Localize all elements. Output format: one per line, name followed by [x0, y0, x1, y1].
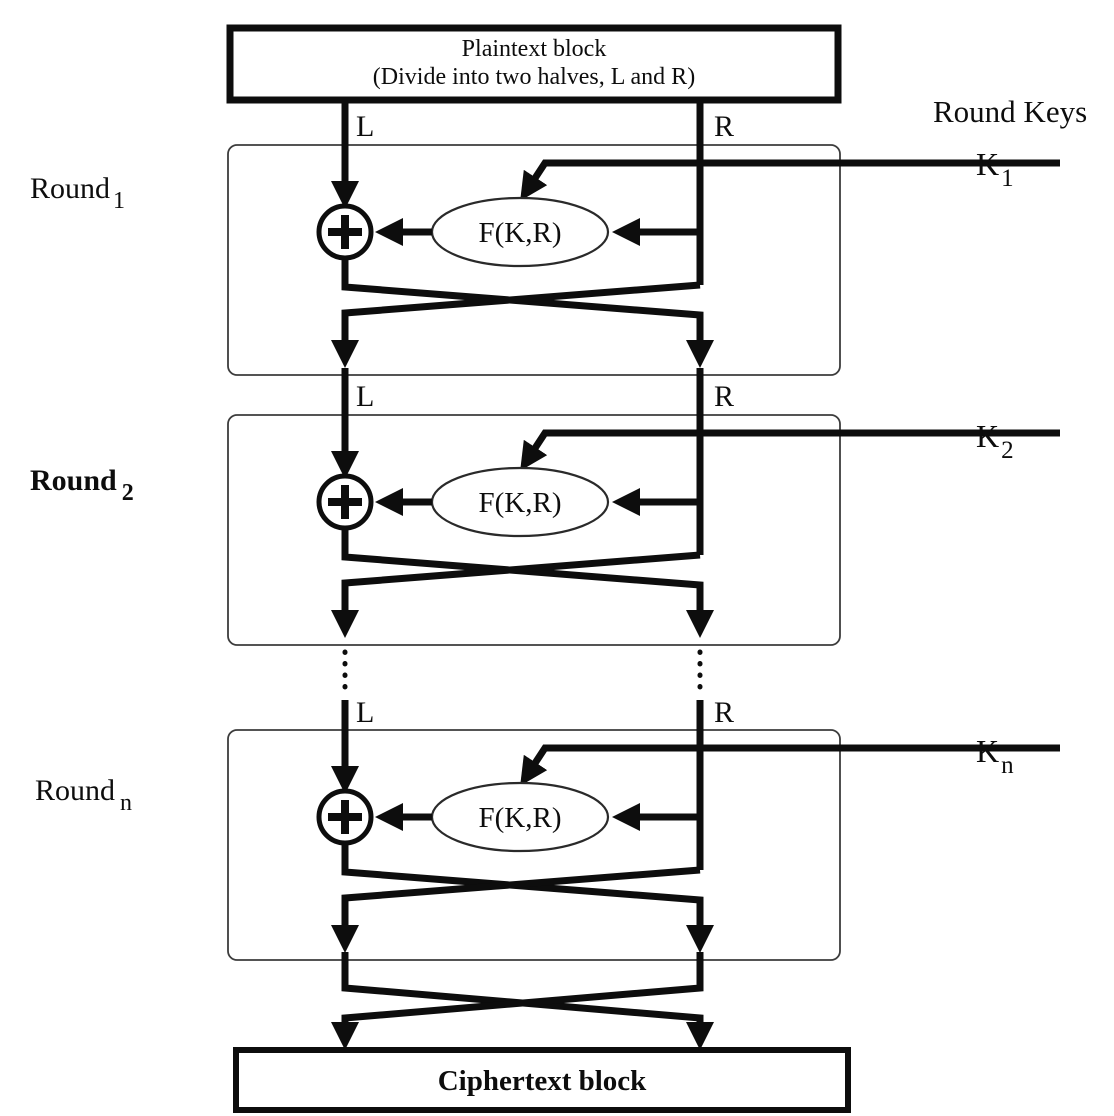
round-1-key-subscript: 1 [1001, 165, 1014, 192]
round-2-key-line [520, 429, 1060, 471]
round-1-right-label: R [714, 110, 734, 143]
round-n-box [227, 729, 841, 961]
round-2-key-name: K [976, 418, 999, 454]
round-2-title-text: Round [30, 464, 117, 497]
round-2-right-to-left-swap [331, 551, 701, 638]
round-n-key-subscript: n [1001, 752, 1014, 779]
round-n-xor-plus-icon [328, 800, 362, 834]
round-n-title-text: Round [35, 774, 115, 807]
round-n-right-to-left-swap [331, 866, 701, 953]
round-n-key-line [520, 744, 1060, 786]
ciphertext-label: Ciphertext block [438, 1065, 647, 1097]
round-2-key-label: K2 [976, 418, 1014, 464]
plaintext-block [226, 24, 842, 104]
round-1-title-subscript: 1 [113, 188, 125, 214]
final-right-to-left-swap [331, 952, 704, 1050]
round-2-right-label: R [714, 380, 734, 413]
round-2-left-label: L [356, 380, 374, 413]
round-n-right-label: R [714, 696, 734, 729]
round-n-left-label: L [356, 696, 374, 729]
round-n-title-subscript: n [120, 790, 132, 816]
round-2-xor-plus-icon [328, 485, 362, 519]
round-1-key-label: K1 [976, 146, 1014, 192]
round-1-key-name: K [976, 146, 999, 182]
round-1-right-to-left-swap [331, 281, 701, 368]
round-1-key-line [520, 159, 1060, 201]
round-1-function-label: F(K,R) [479, 217, 562, 249]
final-left-to-right-swap [341, 952, 714, 1050]
round-keys-heading: Round Keys [933, 94, 1087, 129]
round-n-function-label: F(K,R) [479, 802, 562, 834]
round-2-title-subscript: 2 [122, 480, 134, 506]
round-1-xor-plus-icon [328, 215, 362, 249]
round-2-box [227, 414, 841, 646]
ciphertext-block [233, 1047, 851, 1113]
round-1-title-text: Round [30, 172, 110, 205]
round-1-box [227, 144, 841, 376]
round-2-key-subscript: 2 [1001, 437, 1014, 464]
plaintext-subtitle: (Divide into two halves, L and R) [373, 64, 695, 90]
round-2-function-label: F(K,R) [479, 487, 562, 519]
round-1-left-label: L [356, 110, 374, 143]
plaintext-title: Plaintext block [462, 36, 607, 62]
round-n-key-label: Kn [976, 733, 1014, 779]
round-n-key-name: K [976, 733, 999, 769]
